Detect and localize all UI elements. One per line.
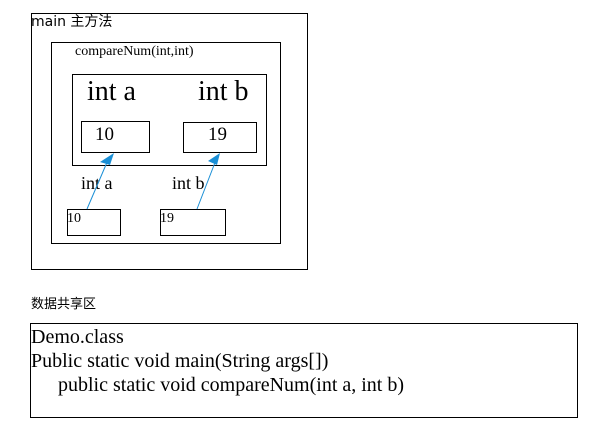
shared-area-label: 数据共享区 <box>31 297 97 312</box>
parameter-frame <box>72 74 267 166</box>
shared-area-box <box>30 323 578 418</box>
code-line-class: Demo.class <box>31 326 124 348</box>
compare-num-frame <box>51 42 281 244</box>
param-b-name: int b <box>198 76 249 107</box>
main-stack-label: main 主方法 <box>31 14 113 30</box>
param-b-value: 19 <box>208 124 227 145</box>
copy-arrow-a <box>86 153 114 210</box>
local-b-value-box <box>160 209 226 236</box>
param-b-value-box <box>183 122 257 153</box>
copy-arrow-b <box>196 153 220 210</box>
local-a-value: 10 <box>67 211 81 226</box>
code-line-main: Public static void main(String args[]) <box>31 350 329 372</box>
param-a-value-box <box>81 121 150 153</box>
code-line-compare: public static void compareNum(int a, int… <box>58 374 405 396</box>
compare-num-label: compareNum(int,int) <box>75 44 194 59</box>
param-a-name: int a <box>87 76 136 107</box>
local-a-value-box <box>67 209 121 236</box>
param-a-value: 10 <box>95 124 114 145</box>
local-b-name: int b <box>172 173 205 193</box>
local-b-value: 19 <box>160 211 174 226</box>
main-stack-frame <box>31 13 308 270</box>
local-a-name: int a <box>81 173 113 193</box>
